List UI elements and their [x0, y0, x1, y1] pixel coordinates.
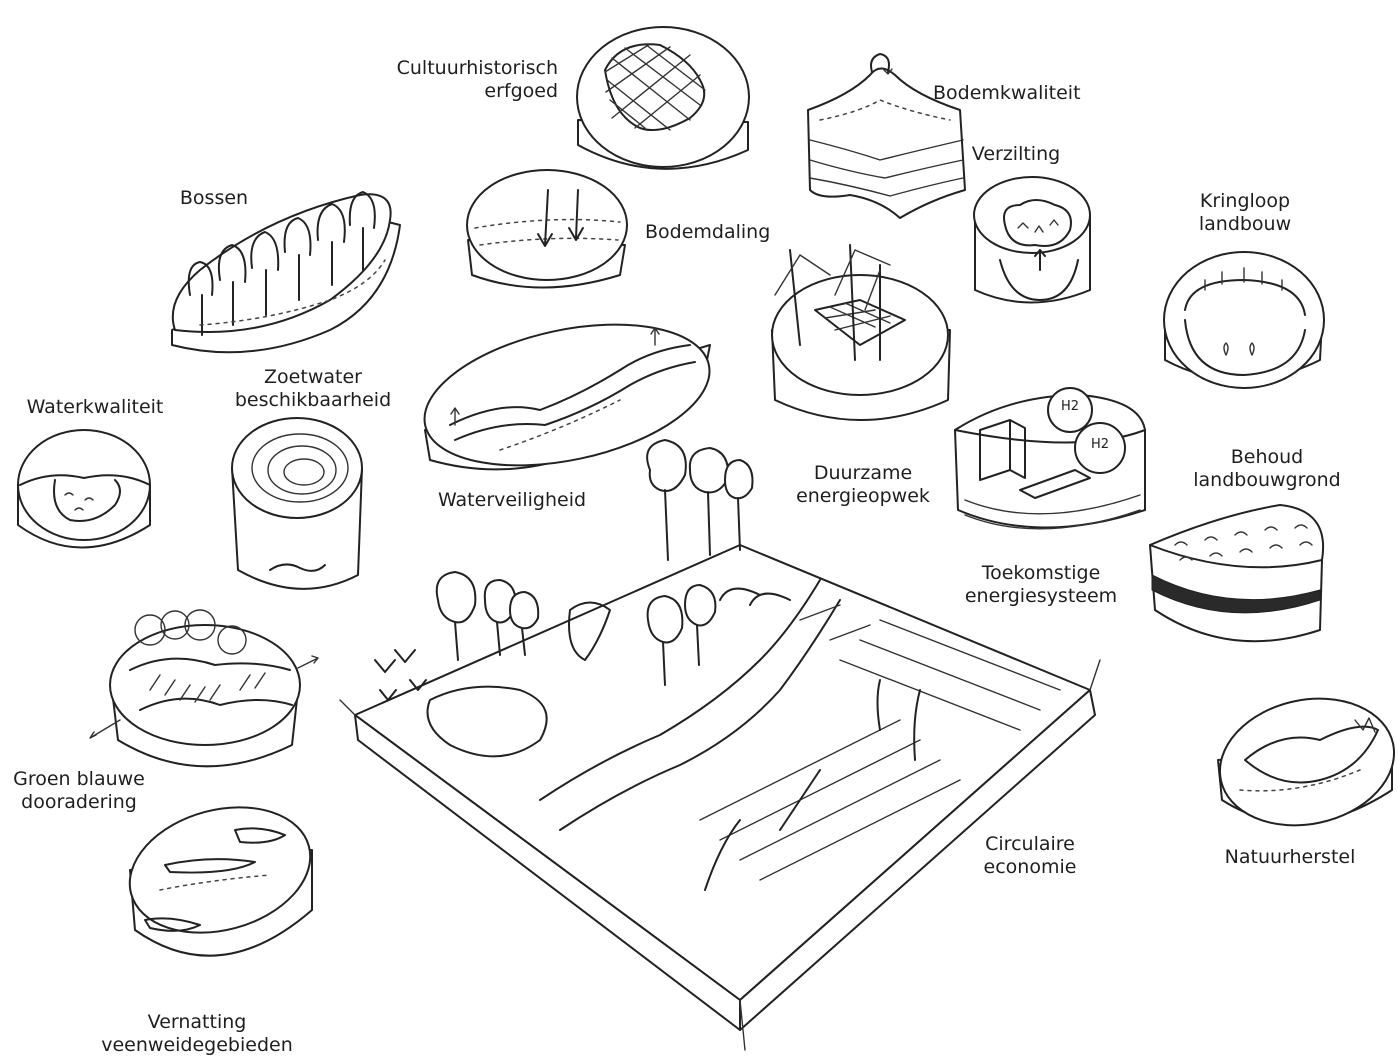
label-line: Toekomstige — [965, 562, 1117, 585]
label-line: Natuurherstel — [1225, 846, 1356, 869]
label-line: Bodemkwaliteit — [933, 82, 1081, 105]
label-line: Vernatting — [101, 1011, 293, 1034]
label-line: energiesysteem — [965, 585, 1117, 608]
label-toekomstige-energiesysteem: Toekomstige energiesysteem — [965, 562, 1117, 608]
label-line: H2 — [1091, 437, 1109, 453]
label-kringloop-landbouw: Kringloop landbouw — [1199, 190, 1291, 236]
label-line: erfgoed — [397, 80, 558, 103]
label-line: landbouw — [1199, 213, 1291, 236]
label-waterkwaliteit: Waterkwaliteit — [27, 396, 164, 419]
label-line: veenweidegebieden — [101, 1034, 293, 1056]
label-waterveiligheid: Waterveiligheid — [438, 489, 586, 512]
label-line: H2 — [1061, 399, 1079, 415]
vernatting-disc — [116, 788, 325, 955]
waterkwaliteit-disc — [18, 430, 150, 548]
label-natuurherstel: Natuurherstel — [1225, 846, 1356, 869]
label-line: energieopwek — [796, 485, 930, 508]
label-line: Bodemdaling — [645, 221, 770, 244]
label-circulaire-economie: Circulaire economie — [984, 833, 1077, 879]
h2-tank-label: H2 — [1091, 437, 1109, 453]
label-line: Duurzame — [796, 462, 930, 485]
bodemdaling-disc — [467, 170, 627, 288]
label-line: Waterveiligheid — [438, 489, 586, 512]
label-vernatting-veenweidegebieden: Vernatting veenweidegebieden — [101, 1011, 293, 1056]
label-line: Circulaire — [984, 833, 1077, 856]
label-line: landbouwgrond — [1193, 469, 1340, 492]
label-line: Kringloop — [1199, 190, 1291, 213]
label-duurzame-energieopwek: Duurzame energieopwek — [796, 462, 930, 508]
label-line: Zoetwater — [235, 366, 391, 389]
label-line: economie — [984, 856, 1077, 879]
label-bodemdaling: Bodemdaling — [645, 221, 770, 244]
label-bossen: Bossen — [180, 187, 248, 210]
bodemkwaliteit-block — [808, 54, 965, 218]
label-line: Cultuurhistorisch — [397, 57, 558, 80]
toekomstige-energie-block — [955, 388, 1145, 529]
label-zoetwater-beschikbaarheid: Zoetwater beschikbaarheid — [235, 366, 391, 412]
natuurherstel-disc — [1208, 683, 1398, 841]
verzilting-disc — [974, 177, 1090, 303]
label-line: Waterkwaliteit — [27, 396, 164, 419]
label-line: Groen blauwe — [13, 768, 145, 791]
cultuurhistorisch-disc — [577, 27, 749, 169]
label-line: Verzilting — [972, 143, 1060, 166]
label-behoud-landbouwgrond: Behoud landbouwgrond — [1193, 446, 1340, 492]
label-cultuurhistorisch-erfgoed: Cultuurhistorisch erfgoed — [397, 57, 558, 103]
label-line: dooradering — [13, 791, 145, 814]
bossen-forest — [172, 192, 400, 352]
groen-blauwe-disc — [90, 610, 318, 766]
zoetwater-drum — [232, 418, 362, 589]
label-bodemkwaliteit: Bodemkwaliteit — [933, 82, 1081, 105]
duurzame-energie-disc — [772, 245, 950, 420]
behoud-landbouwgrond-block — [1150, 505, 1323, 641]
label-line: Behoud — [1193, 446, 1340, 469]
h2-tank-label: H2 — [1061, 399, 1079, 415]
label-verzilting: Verzilting — [972, 143, 1060, 166]
label-line: beschikbaarheid — [235, 389, 391, 412]
label-line: Bossen — [180, 187, 248, 210]
label-groen-blauwe-dooradering: Groen blauwe dooradering — [13, 768, 145, 814]
kringloop-disc — [1164, 252, 1324, 388]
